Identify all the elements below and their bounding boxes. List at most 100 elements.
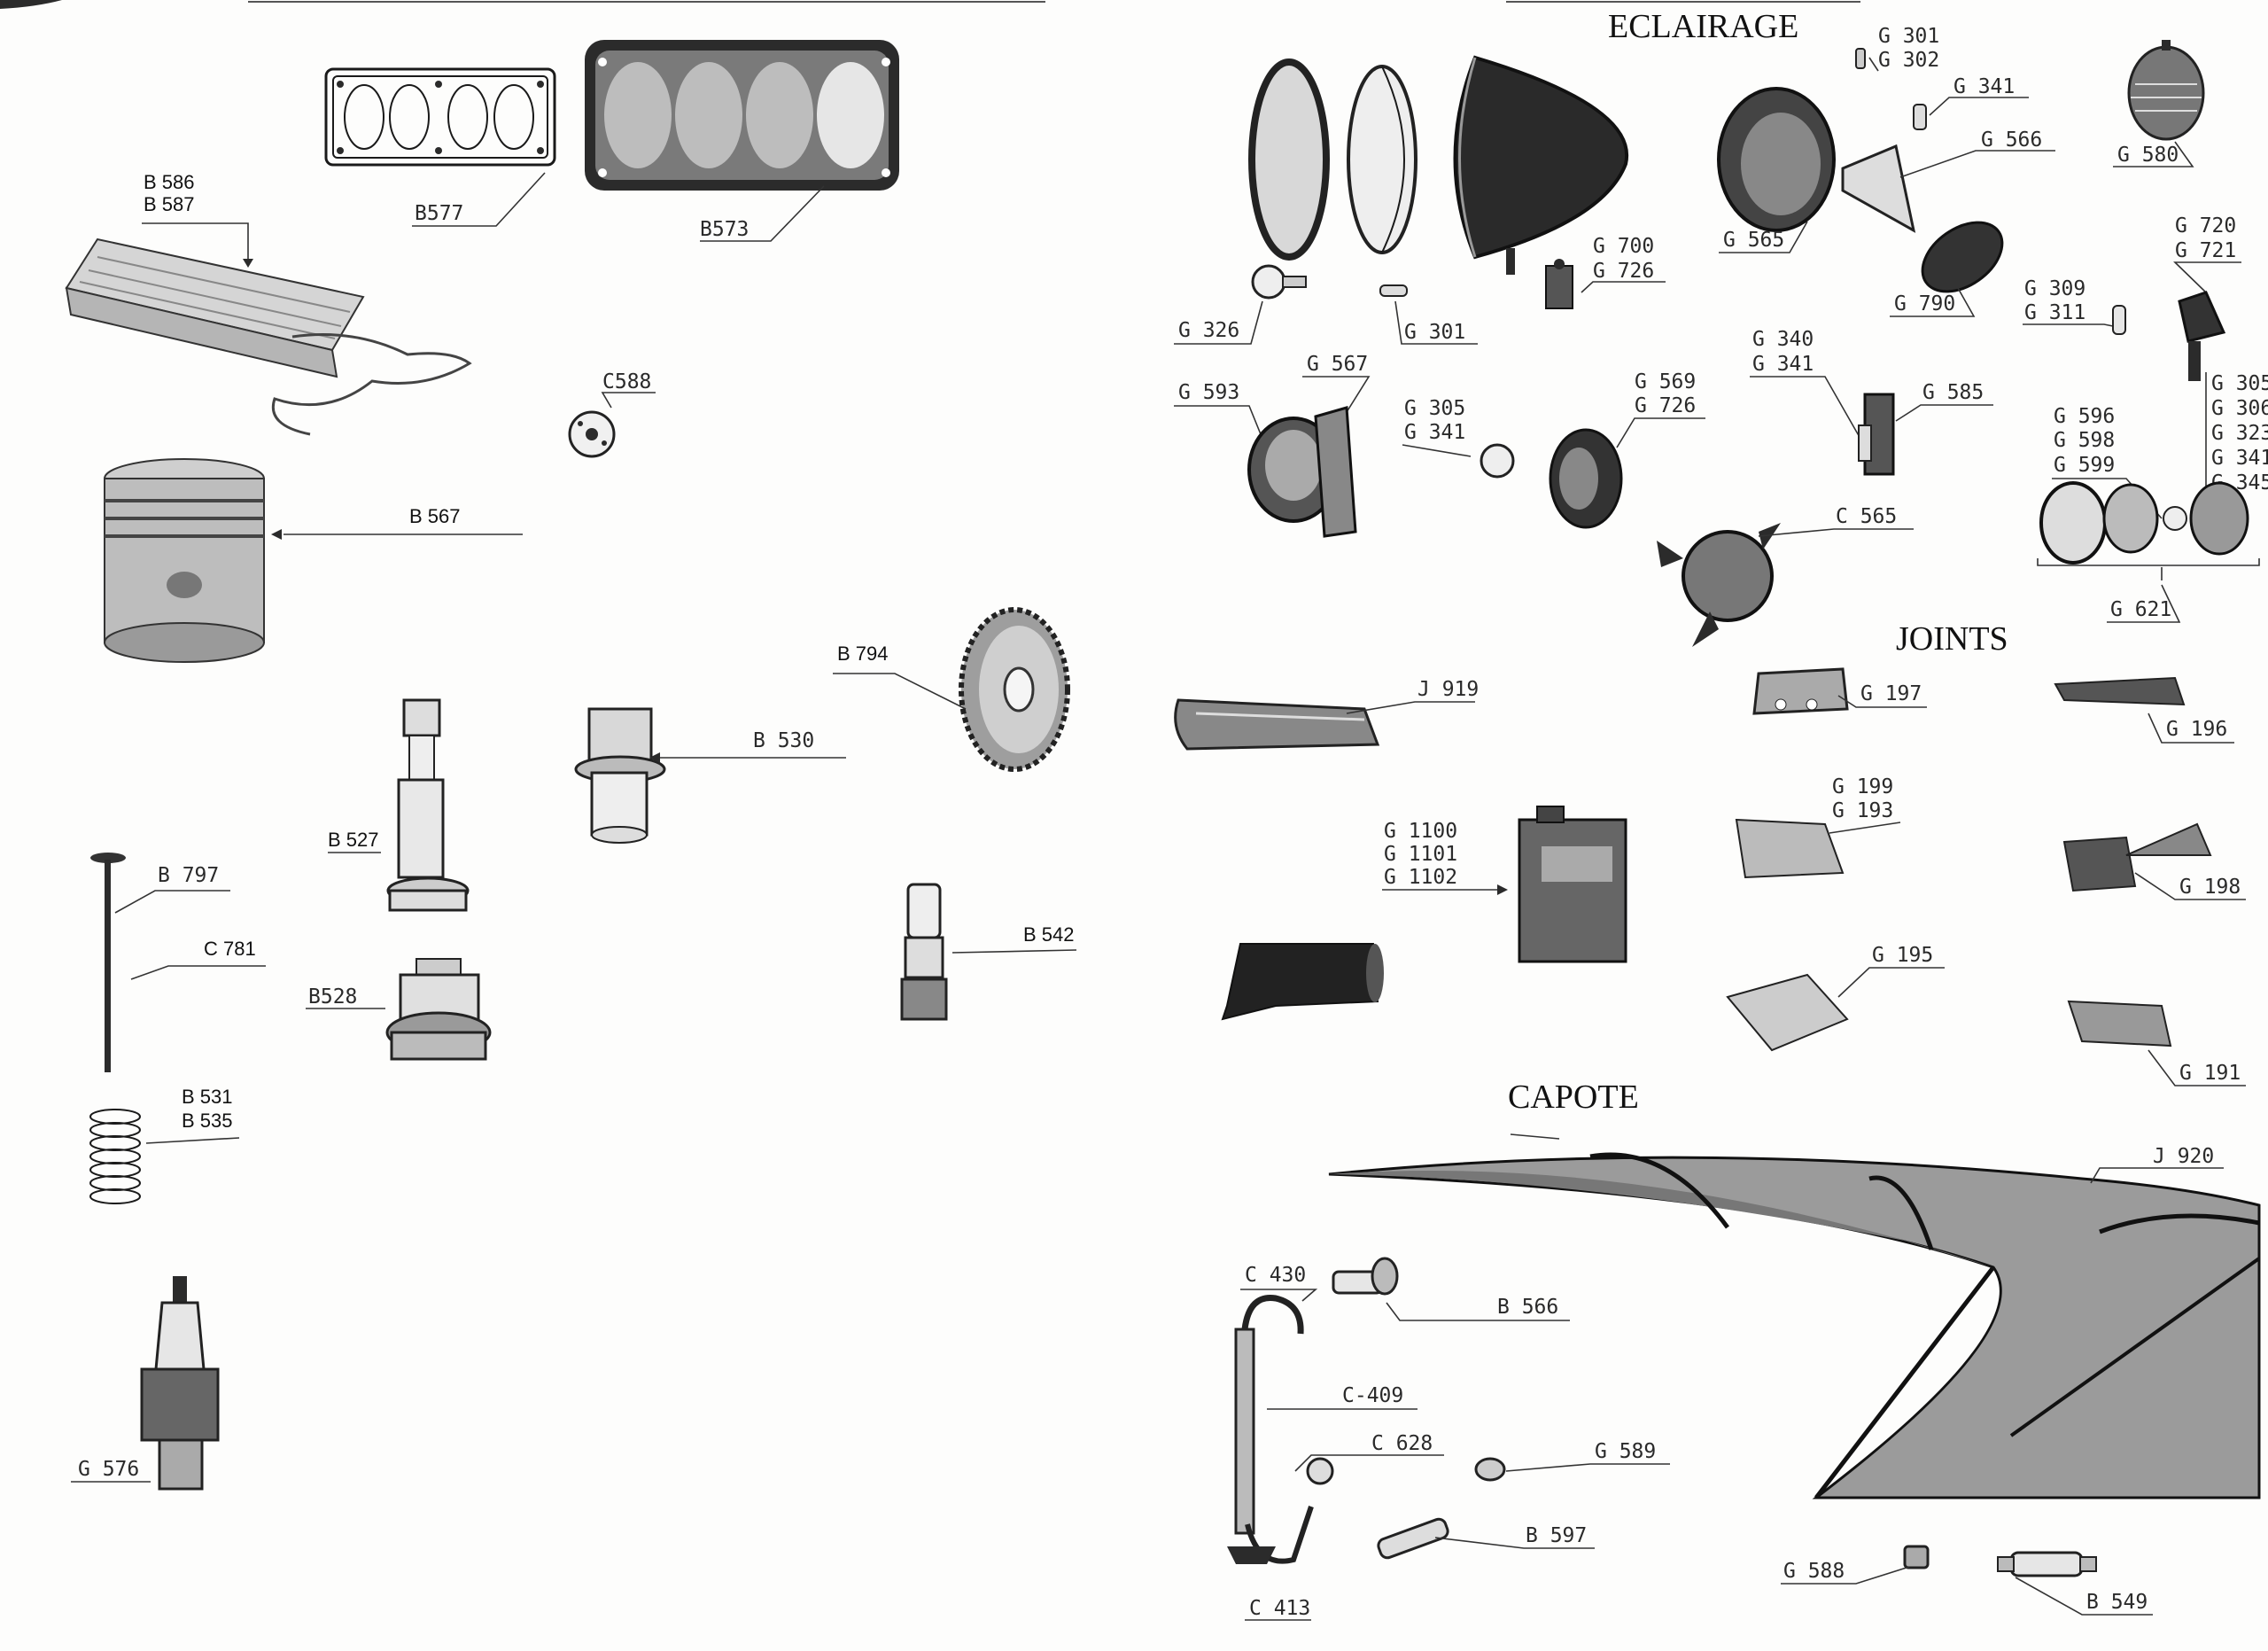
label-g1102: G 1102 [1384,866,1457,889]
label-g193: G 193 [1832,799,1893,822]
head-gasket-large [585,40,899,191]
hood-pin [1377,1517,1449,1560]
label-g195: G 195 [1872,944,1933,967]
label-b567: B 567 [409,505,461,527]
label-g311: G 311 [2024,301,2085,324]
label-b531: B 531 [182,1086,233,1108]
label-b549: B 549 [2086,1591,2148,1614]
label-g567: G 567 [1307,353,1368,376]
valve-tappet [574,707,666,844]
hood-bracket-assembly [1227,1294,1334,1564]
label-g790: G 790 [1894,292,1955,315]
lamp-bracket [1545,259,1573,309]
bulb-small-2 [2112,305,2126,335]
joint-sheet-folded [1735,818,1845,879]
valve-spring-retainer [900,883,948,1021]
piston [104,458,265,663]
small-flange-disc [568,410,616,458]
label-g721: G 721 [2175,239,2236,262]
label-g306: G 306 [2211,397,2268,420]
label-g196: G 196 [2166,718,2227,741]
label-g589: G 589 [1595,1440,1656,1463]
label-g198: G 198 [2179,876,2241,899]
headlamp-reflector [1347,65,1418,254]
bulb-round [1480,443,1515,479]
label-g565: G 565 [1723,229,1784,252]
section-capote: CAPOTE [1508,1079,1639,1116]
spot-lamp [1549,428,1623,529]
headlamp-rim [1248,58,1330,261]
label-g309: G 309 [2024,277,2085,300]
tail-lamp-small [2178,291,2226,381]
label-c409: C-409 [1342,1384,1403,1407]
radiator-core [65,238,472,436]
bulb-festoon [1913,104,1927,130]
label-g588: G 588 [1783,1560,1845,1583]
hood-stud [1332,1257,1399,1296]
bulb-small [1855,48,1866,69]
label-g301b: G 301 [1404,321,1465,344]
horn-diaphragm [1921,221,2004,293]
joint-sheet-pair [2062,822,2212,892]
label-b597: B 597 [1526,1524,1587,1547]
side-lamp [1247,406,1357,538]
label-g585: G 585 [1922,381,1984,404]
headlamp-shell [1453,55,1629,275]
joint-sheet-crumpled [1726,973,1849,1052]
label-g305b: G 305 [2211,372,2268,395]
label-g199: G 199 [1832,775,1893,798]
joint-sheet-dark [2054,676,2186,706]
label-g576: G 576 [78,1458,139,1481]
binding-mark [0,0,62,9]
label-g197: G 197 [1860,682,1922,705]
fan-propeller-lamp [1657,523,1781,647]
label-g598: G 598 [2054,429,2115,452]
label-c430: C 430 [1245,1264,1306,1287]
convertible-top [1328,1152,2261,1499]
joint-sheet-small [2067,1000,2172,1047]
label-b587: B 587 [144,193,195,215]
label-g302: G 302 [1878,49,1939,72]
section-eclairage: ECLAIRAGE [1608,8,1798,45]
label-b530: B 530 [753,729,814,752]
hood-nut [1474,1457,1506,1482]
hood-fastener [1997,1551,2097,1577]
label-c781: C 781 [204,938,256,960]
label-c565: C 565 [1836,505,1897,528]
valve-guide-housing [385,958,492,1061]
label-j920: J 920 [2153,1145,2214,1168]
label-b535: B 535 [182,1110,233,1132]
lamp-switch-unit [1858,393,1895,476]
label-g621: G 621 [2110,598,2171,621]
head-gasket-small [324,67,556,167]
spark-plug [140,1276,220,1491]
label-b573: B573 [700,218,749,241]
bulb-holder [1251,264,1307,300]
label-g566: G 566 [1981,128,2042,152]
timing-gear [959,607,1070,772]
label-g341a: G 341 [1953,75,2015,98]
label-c413: C 413 [1249,1597,1310,1620]
label-c628: C 628 [1371,1432,1433,1455]
joint-material-roll [1221,943,1384,1021]
label-g1101: G 1101 [1384,843,1457,866]
joint-gasket-plate [1752,667,1849,715]
section-joints: JOINTS [1896,620,2008,658]
label-g720: G 720 [2175,214,2236,238]
label-b528: B528 [308,985,357,1009]
label-b797: B 797 [158,864,219,887]
label-b542: B 542 [1023,923,1075,946]
label-g341b: G 341 [1404,421,1465,444]
valve [90,853,126,1072]
label-g726a: G 726 [1593,260,1654,283]
label-g593: G 593 [1178,381,1239,404]
horn [1717,87,1916,233]
label-g191: G 191 [2179,1062,2241,1085]
label-g305a: G 305 [1404,397,1465,420]
label-b586: B 586 [144,171,195,193]
tail-lamp-exploded [2039,481,2249,565]
label-b566: B 566 [1497,1296,1558,1319]
label-g596: G 596 [2054,405,2115,428]
label-b577: B577 [415,202,463,225]
